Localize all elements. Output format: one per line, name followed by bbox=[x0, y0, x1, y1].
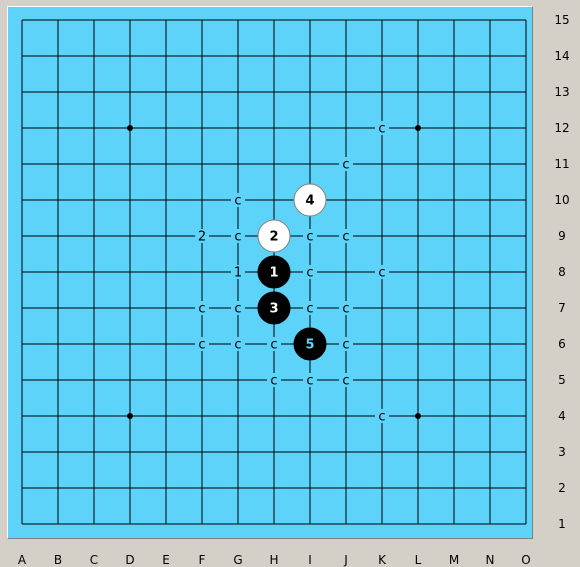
stone-disc bbox=[293, 327, 327, 361]
grid-lines bbox=[21, 19, 527, 525]
column-label: F bbox=[198, 553, 206, 567]
star-point bbox=[127, 125, 133, 131]
star-point bbox=[415, 125, 421, 131]
board-mark-label[interactable]: c bbox=[342, 158, 349, 173]
board-mark-label[interactable]: 1 bbox=[234, 266, 242, 281]
column-label: B bbox=[53, 553, 63, 567]
board-mark-label[interactable]: c bbox=[342, 302, 349, 317]
board-mark-label[interactable]: c bbox=[378, 410, 385, 425]
row-label: 13 bbox=[554, 85, 570, 99]
row-label: 9 bbox=[558, 229, 566, 243]
row-label: 12 bbox=[554, 121, 570, 135]
stone-move-number: 1 bbox=[269, 266, 278, 281]
black-stone[interactable]: 5 bbox=[293, 327, 327, 361]
column-label: J bbox=[344, 553, 348, 567]
column-label: E bbox=[162, 553, 170, 567]
board-mark-label[interactable]: c bbox=[306, 266, 313, 281]
board-mark-label[interactable]: c bbox=[306, 302, 313, 317]
stone-disc bbox=[257, 291, 291, 325]
board-mark-label[interactable]: c bbox=[342, 374, 349, 389]
column-label: I bbox=[308, 553, 312, 567]
white-stone[interactable]: 4 bbox=[293, 183, 327, 217]
board-mark-label[interactable]: c bbox=[234, 230, 241, 245]
star-point bbox=[127, 413, 133, 419]
board-mark-label[interactable]: c bbox=[306, 374, 313, 389]
column-label: O bbox=[521, 553, 531, 567]
stone-disc bbox=[257, 219, 291, 253]
black-stone[interactable]: 1 bbox=[257, 255, 291, 289]
row-label: 2 bbox=[558, 481, 566, 495]
stone-move-number: 4 bbox=[305, 194, 314, 209]
stone-move-number: 3 bbox=[269, 302, 278, 317]
row-label: 1 bbox=[558, 517, 566, 531]
row-label: 6 bbox=[558, 337, 566, 351]
black-stone[interactable]: 3 bbox=[257, 291, 291, 325]
board-mark-label[interactable]: c bbox=[234, 194, 241, 209]
board-mark-label[interactable]: c bbox=[270, 374, 277, 389]
column-label: H bbox=[269, 553, 279, 567]
row-label: 5 bbox=[558, 373, 566, 387]
board-mark-label[interactable]: 2 bbox=[198, 230, 206, 245]
board-mark-label[interactable]: c bbox=[234, 302, 241, 317]
board-mark-label[interactable]: c bbox=[342, 230, 349, 245]
row-label: 8 bbox=[558, 265, 566, 279]
column-label: N bbox=[485, 553, 495, 567]
stone-move-number: 2 bbox=[269, 230, 278, 245]
row-label: 7 bbox=[558, 301, 566, 315]
board-mark-label[interactable]: c bbox=[378, 122, 385, 137]
row-label: 15 bbox=[554, 13, 570, 27]
board-mark-label[interactable]: c bbox=[198, 338, 205, 353]
column-label: L bbox=[414, 553, 422, 567]
column-label: C bbox=[89, 553, 99, 567]
stone-disc bbox=[257, 255, 291, 289]
column-label: A bbox=[17, 553, 27, 567]
column-label: K bbox=[378, 553, 386, 567]
row-label: 4 bbox=[558, 409, 566, 423]
board-mark-label[interactable]: c bbox=[378, 266, 385, 281]
row-label: 3 bbox=[558, 445, 566, 459]
column-label: G bbox=[233, 553, 243, 567]
column-label: M bbox=[448, 553, 460, 567]
board-mark-label[interactable]: c bbox=[342, 338, 349, 353]
white-stone[interactable]: 2 bbox=[257, 219, 291, 253]
board-mark-label[interactable]: c bbox=[306, 230, 313, 245]
stone-move-number: 5 bbox=[305, 338, 314, 353]
board-mark-label[interactable]: c bbox=[198, 302, 205, 317]
board-mark-label[interactable]: c bbox=[270, 338, 277, 353]
column-label: D bbox=[125, 553, 135, 567]
stone-disc bbox=[293, 183, 327, 217]
star-point bbox=[415, 413, 421, 419]
row-label: 11 bbox=[554, 157, 570, 171]
row-label: 10 bbox=[554, 193, 570, 207]
row-label: 14 bbox=[554, 49, 570, 63]
board-mark-label[interactable]: c bbox=[234, 338, 241, 353]
